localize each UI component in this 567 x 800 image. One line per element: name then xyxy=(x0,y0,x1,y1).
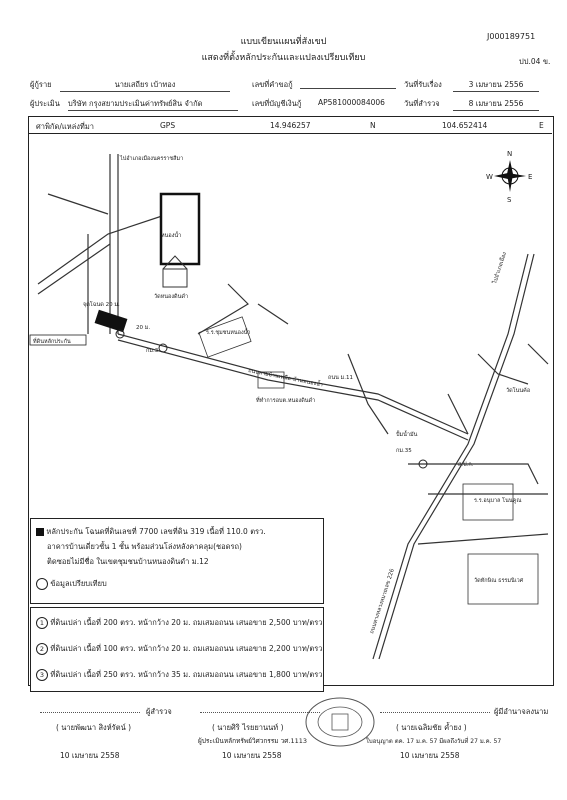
compass-icon xyxy=(494,160,526,192)
signature-3-name: ( นายเฉลิมชัย ค้ำยง ) xyxy=(396,723,467,732)
school-label: ร.ร.ชุมชนหนองน้ำ xyxy=(206,328,250,336)
coords-lat: 14.946257 xyxy=(270,121,311,130)
highway-label: ถนนทางหลวงหมายเลข 226 xyxy=(369,568,396,635)
applicant-label: ผู้กู้ราย xyxy=(30,80,52,89)
to-right-label: ไปอำเภอเมือง xyxy=(491,251,508,286)
temple2-label: วัดโนนค้อ xyxy=(506,386,530,394)
comparable-marker-3 xyxy=(418,459,428,469)
legend-box xyxy=(30,518,324,604)
comparable-3-number: 3 xyxy=(36,669,48,681)
checkpoint-label: ปั้มน้ำมัน xyxy=(396,430,418,438)
collateral-square-icon xyxy=(36,528,44,536)
collateral-tag: ที่ดินหลักประกัน xyxy=(33,337,71,345)
comparable-2: 2 ที่ดินเปล่า เนื้อที่ 100 ตรว. หน้ากว้า… xyxy=(36,643,325,655)
comparable-circle-icon xyxy=(36,578,48,590)
company-stamp-icon xyxy=(305,697,375,747)
km2-label: ถนน ม.11 xyxy=(328,375,353,381)
title-line-1: แบบเขียนแผนที่สังเขป xyxy=(240,37,327,47)
appraiser-company: บริษัท กรุงสยามประเมินค่าทรัพย์สิน จำกัด xyxy=(68,98,238,111)
legend-collateral-row: หลักประกัน โฉนดที่ดินเลขที่ 7700 เลขที่ด… xyxy=(36,526,266,538)
legend-collateral-text-3: ติดซอยไม่มีชื่อ ในเขตชุมชนบ้านหนองดินดำ … xyxy=(47,557,209,566)
signature-1-date: 10 เมษายน 2558 xyxy=(60,751,120,760)
signature-2-date: 10 เมษายน 2558 xyxy=(222,751,282,760)
received-date-label: วันที่รับเรื่อง xyxy=(404,80,442,89)
compass-e: E xyxy=(528,173,532,181)
appraiser-label: ผู้ประเมิน xyxy=(30,99,60,108)
comparable-marker-1 xyxy=(115,329,125,339)
signature-1-name: ( นายพัฒนา สิงห์รัตน์ ) xyxy=(56,723,132,732)
request-no-label: เลขที่คำขอกู้ xyxy=(252,80,293,89)
coords-lon-dir: E xyxy=(539,121,544,130)
temple-icon xyxy=(162,268,188,288)
received-date: 3 เมษายน 2556 xyxy=(453,79,539,92)
pond-label: หนองน้ำ xyxy=(161,231,181,239)
pond-shape xyxy=(159,192,201,266)
request-no-line xyxy=(300,88,396,89)
collateral-label: จุดโฉนด 20 ม. xyxy=(83,300,120,308)
document-id: J000189751 xyxy=(487,32,536,41)
to-amphoe-label: ไปอำเภอเมืองนครราชสีมา xyxy=(119,155,183,162)
coords-source: GPS xyxy=(160,121,176,130)
coords-row xyxy=(28,116,552,134)
road-width-label: 20 ม. xyxy=(136,325,150,331)
comparable-3-text: ที่ดินเปล่า เนื้อที่ 250 ตรว. หน้ากว้าง … xyxy=(50,670,325,679)
signature-line-1 xyxy=(40,712,140,713)
comparable-1-text: ที่ดินเปล่า เนื้อที่ 200 ตรว. หน้ากว้าง … xyxy=(50,618,325,627)
comparable-1-number: 1 xyxy=(36,617,48,629)
signature-1-role: ผู้สำรวจ xyxy=(146,707,172,716)
temple3-label: วัดทักษิณ ธรรมนิเวศ xyxy=(474,577,524,584)
hospital-label: ร.ร.อนุบาล โนนคูณ xyxy=(474,496,521,504)
compass-s: S xyxy=(507,196,512,204)
legend-comparable-row: ข้อมูลเปรียบเทียบ xyxy=(36,578,107,590)
coords-label: ศาพิกัด/แหล่งที่มา xyxy=(36,122,94,131)
sketch-map: หนองน้ำ วัดหนองดินดำ จุดโฉนด 20 ม. ที่ดิ… xyxy=(29,150,549,660)
account-label: เลขที่บัญชีเงินกู้ xyxy=(252,99,302,108)
legend-collateral-text-2: อาคารบ้านเดี่ยวชั้น 1 ชั้น พร้อมส่วนโล่ง… xyxy=(47,542,242,551)
legend-collateral-text-1: หลักประกัน โฉนดที่ดินเลขที่ 7700 เลขที่ด… xyxy=(46,527,266,536)
signature-3-role: ผู้มีอำนาจลงนาม xyxy=(494,707,549,716)
km1-label: กม.3 xyxy=(146,348,159,354)
comparable-3: 3 ที่ดินเปล่า เนื้อที่ 250 ตรว. หน้ากว้า… xyxy=(36,669,325,681)
account-number: AP581000084006 xyxy=(318,98,385,107)
temple1-label: วัดหนองดินดำ xyxy=(154,293,188,300)
comparable-marker-2 xyxy=(158,343,168,353)
office-label: ที่ทำการอบต.หนองดินดำ xyxy=(256,396,316,404)
comparable-2-text: ที่ดินเปล่า เนื้อที่ 100 ตรว. หน้ากว้าง … xyxy=(50,644,325,653)
inspect-date: 8 เมษายน 2556 xyxy=(453,98,539,111)
comparables-box xyxy=(30,607,324,692)
coords-lat-dir: N xyxy=(370,121,376,130)
collateral-marker xyxy=(94,309,128,333)
signature-3-date: 10 เมษายน 2558 xyxy=(400,751,460,760)
legend-comparable-text: ข้อมูลเปรียบเทียบ xyxy=(50,579,107,588)
applicant-name: นายเสถียร เบ้าทอง xyxy=(60,79,230,92)
signature-3-extra: ใบอนุญาต ตค. 17 ม.ค. 57 มีผลถึงวันที่ 27… xyxy=(366,738,502,745)
signature-2-extra: ผู้ประเมินหลักทรัพย์วิศวกรรม วศ.1113 xyxy=(198,737,308,745)
km4-label: ส.ป.ก. xyxy=(458,461,474,468)
compass-n: N xyxy=(507,150,512,158)
km3-label: กม.35 xyxy=(396,448,412,454)
inspect-date-label: วันที่สำรวจ xyxy=(404,99,440,108)
form-number: ปป.04 ข. xyxy=(519,57,551,66)
signature-line-3 xyxy=(380,712,490,713)
signature-2-name: ( นายศิริ ไรยยานนท์ ) xyxy=(212,723,284,732)
compass-w: W xyxy=(486,173,493,181)
comparable-2-number: 2 xyxy=(36,643,48,655)
signature-line-2 xyxy=(200,712,320,713)
comparable-1: 1 ที่ดินเปล่า เนื้อที่ 200 ตรว. หน้ากว้า… xyxy=(36,617,325,629)
coords-lon: 104.652414 xyxy=(442,121,488,130)
title-line-2: แสดงที่ตั้งหลักประกันและแปลงเปรียบเทียบ xyxy=(201,53,366,63)
